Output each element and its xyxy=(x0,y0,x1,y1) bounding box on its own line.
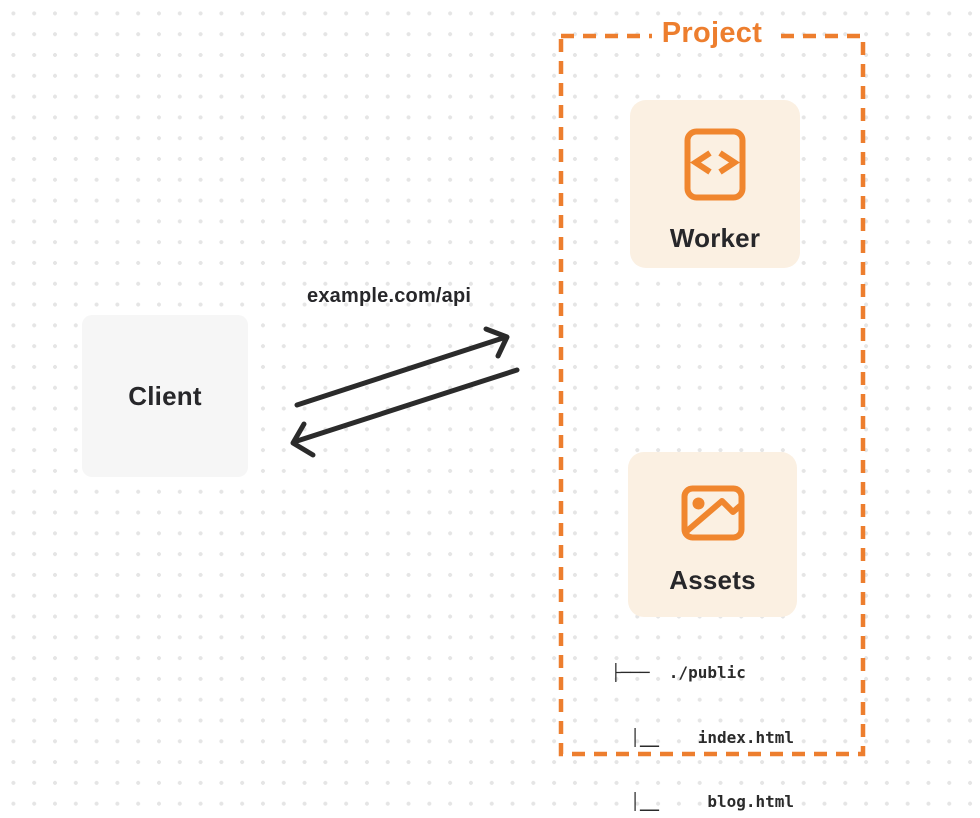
file-tree: ├─── ./public │__ index.html │__ blog.ht… xyxy=(611,619,794,818)
project-title: Project xyxy=(651,17,773,50)
assets-label: Assets xyxy=(669,564,756,595)
assets-node: Assets xyxy=(628,452,797,617)
request-arrow xyxy=(294,326,510,408)
response-arrow xyxy=(290,367,520,458)
client-label: Client xyxy=(128,381,202,411)
request-url-label: example.com/api xyxy=(307,285,472,307)
image-icon xyxy=(681,485,745,541)
worker-label: Worker xyxy=(669,222,761,253)
file-tree-line: │__ index.html xyxy=(611,727,795,747)
client-node: Client xyxy=(82,315,248,477)
file-tree-line: ├─── ./public xyxy=(611,663,746,682)
file-tree-line: │__ blog.html xyxy=(611,792,795,811)
worker-node: Worker xyxy=(630,100,800,268)
project-boundary xyxy=(558,33,866,757)
project-title-wrap: Project xyxy=(561,17,863,50)
code-file-icon xyxy=(684,128,746,201)
